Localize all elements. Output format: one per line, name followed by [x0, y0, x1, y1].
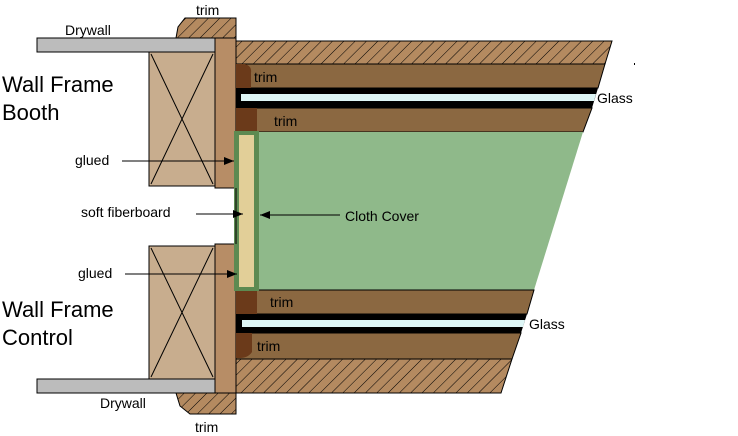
trim-band-upper-1: [235, 63, 606, 89]
label-glass-upper: Glass: [597, 90, 633, 106]
cavity: [236, 132, 583, 290]
label-soft-fiberboard: soft fiberboard: [81, 204, 171, 220]
label-glued-lower: glued: [78, 265, 112, 281]
title-booth-line1: Wall Frame: [2, 72, 114, 97]
label-cloth-cover: Cloth Cover: [345, 208, 419, 224]
trim-bottom-outer: [175, 392, 237, 415]
glass-lower-pane: [242, 320, 525, 327]
label-drywall-bottom: Drywall: [100, 395, 146, 411]
title-control-line2: Control: [2, 325, 73, 350]
label-trim-top-outer: trim: [196, 2, 219, 18]
drywall-bottom: [36, 378, 216, 394]
label-trim-upper-2: trim: [274, 113, 297, 129]
stud-top-cross: [150, 53, 214, 185]
trim-top-outer: [175, 17, 237, 39]
label-trim-bottom-outer: trim: [195, 419, 218, 435]
sill-bottom-hatched: [235, 358, 513, 394]
soft-fiberboard-panel: [239, 135, 254, 287]
header-top-hatched: [235, 40, 613, 65]
label-drywall-top: Drywall: [65, 22, 111, 38]
trim-dark-upper-2: [236, 108, 257, 132]
glass-upper-pane: [241, 94, 596, 101]
jamb-bottom: [214, 243, 237, 394]
stud-bottom-cross: [150, 247, 214, 378]
stray-dot: [634, 63, 635, 65]
title-control-line1: Wall Frame: [2, 297, 114, 322]
trim-dark-upper-1: [236, 64, 252, 88]
title-booth-line2: Booth: [2, 100, 60, 125]
label-glued-upper: glued: [75, 152, 109, 168]
label-trim-lower-1: trim: [270, 294, 293, 310]
label-trim-lower-2: trim: [257, 338, 280, 354]
label-glass-lower: Glass: [529, 316, 565, 332]
drywall-top: [36, 37, 216, 53]
trim-dark-lower-2: [236, 333, 252, 358]
label-trim-upper-1: trim: [254, 69, 277, 85]
jamb-top: [214, 37, 237, 189]
trim-dark-lower-1: [236, 290, 257, 314]
